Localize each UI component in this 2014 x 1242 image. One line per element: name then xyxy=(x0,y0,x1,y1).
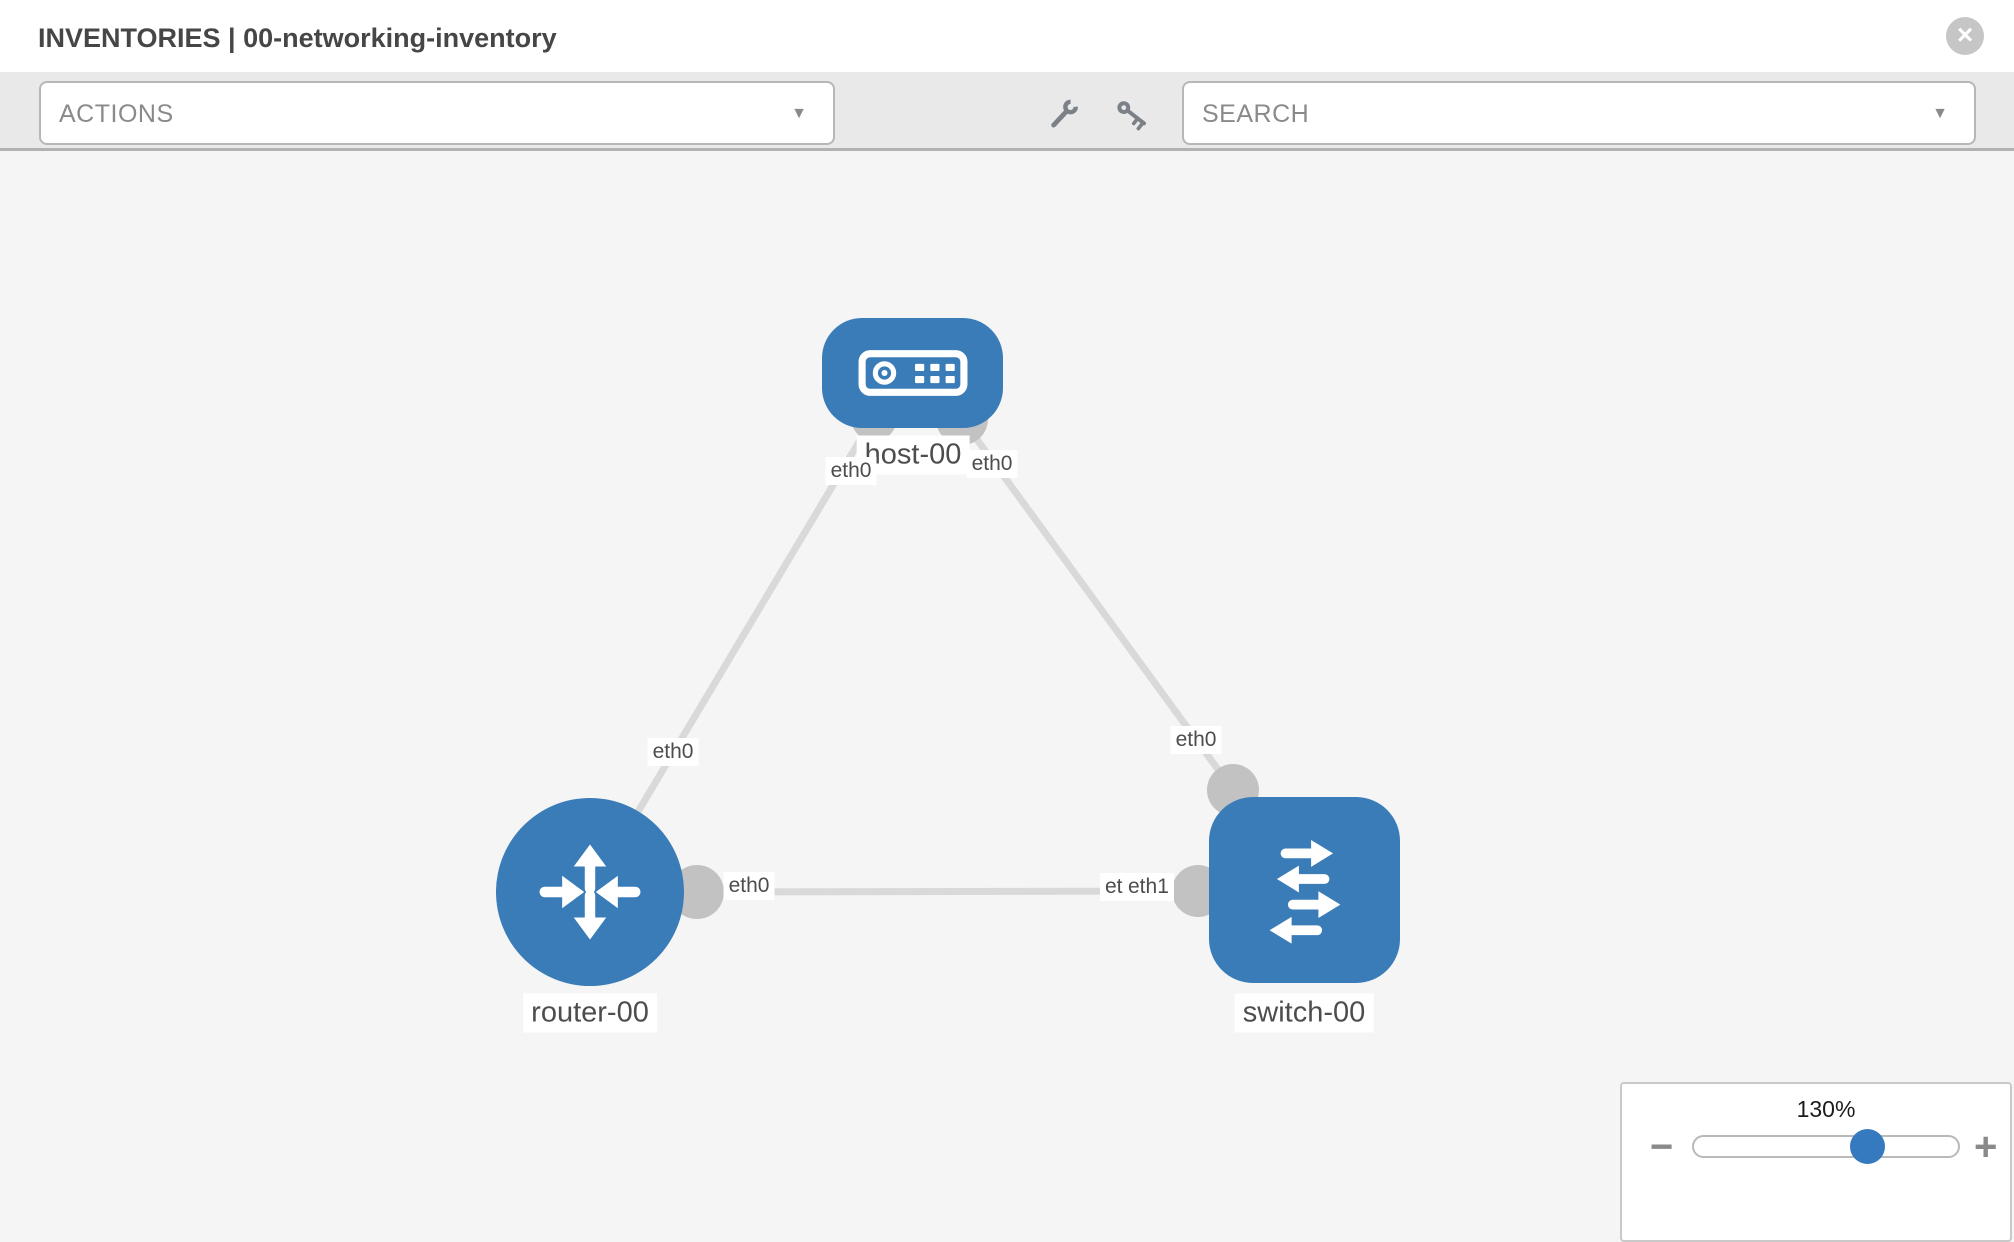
page-title: INVENTORIES | 00-networking-inventory xyxy=(38,23,557,53)
header-bar: INVENTORIES | 00-networking-inventory × xyxy=(0,0,2014,72)
zoom-percentage: 130% xyxy=(1796,1096,1856,1122)
node-switch-00[interactable] xyxy=(1209,797,1400,983)
zoom-slider-thumb[interactable] xyxy=(1850,1129,1885,1164)
iface-label-router-right: eth0 xyxy=(723,872,775,900)
topology-links-layer xyxy=(586,393,1259,919)
actions-dropdown-label: ACTIONS xyxy=(59,100,174,128)
host-icon xyxy=(858,350,967,396)
iface-label-host-left: eth0 xyxy=(825,457,877,485)
zoom-out-icon[interactable]: − xyxy=(1650,1125,1674,1169)
chevron-down-icon: ▼ xyxy=(791,105,807,122)
toolbar: ACTIONS ▼ SEARCH ▼ xyxy=(0,72,2014,151)
node-router-00[interactable] xyxy=(496,798,684,986)
node-host-00[interactable] xyxy=(822,318,1003,428)
node-label-switch: switch-00 xyxy=(1234,993,1374,1033)
close-icon[interactable]: × xyxy=(1946,17,1984,55)
search-dropdown[interactable]: SEARCH ▼ xyxy=(1182,81,1976,145)
router-icon xyxy=(539,844,641,940)
actions-dropdown[interactable]: ACTIONS ▼ xyxy=(39,81,835,145)
zoom-slider-track[interactable] xyxy=(1692,1129,1960,1164)
connector-router-right xyxy=(670,865,724,919)
switch-icon xyxy=(1269,839,1340,944)
node-label-router: router-00 xyxy=(523,993,657,1033)
iface-label-host-router-link: eth0 xyxy=(647,738,699,766)
zoom-control-panel: 130% − + xyxy=(1620,1082,2012,1242)
wrench-icon[interactable] xyxy=(1044,94,1084,134)
zoom-in-icon[interactable]: + xyxy=(1974,1125,1998,1169)
search-dropdown-label: SEARCH xyxy=(1202,100,1310,128)
iface-label-switch-top: eth0 xyxy=(1170,726,1222,754)
iface-label-switch-left-over: eth1 xyxy=(1123,873,1174,901)
key-icon[interactable] xyxy=(1112,94,1152,134)
chevron-down-icon: ▼ xyxy=(1932,105,1948,122)
iface-label-host-right: eth0 xyxy=(966,450,1018,478)
topology-canvas[interactable]: host-00 router-00 switch-00 eth0 eth0 et… xyxy=(0,151,2014,1242)
